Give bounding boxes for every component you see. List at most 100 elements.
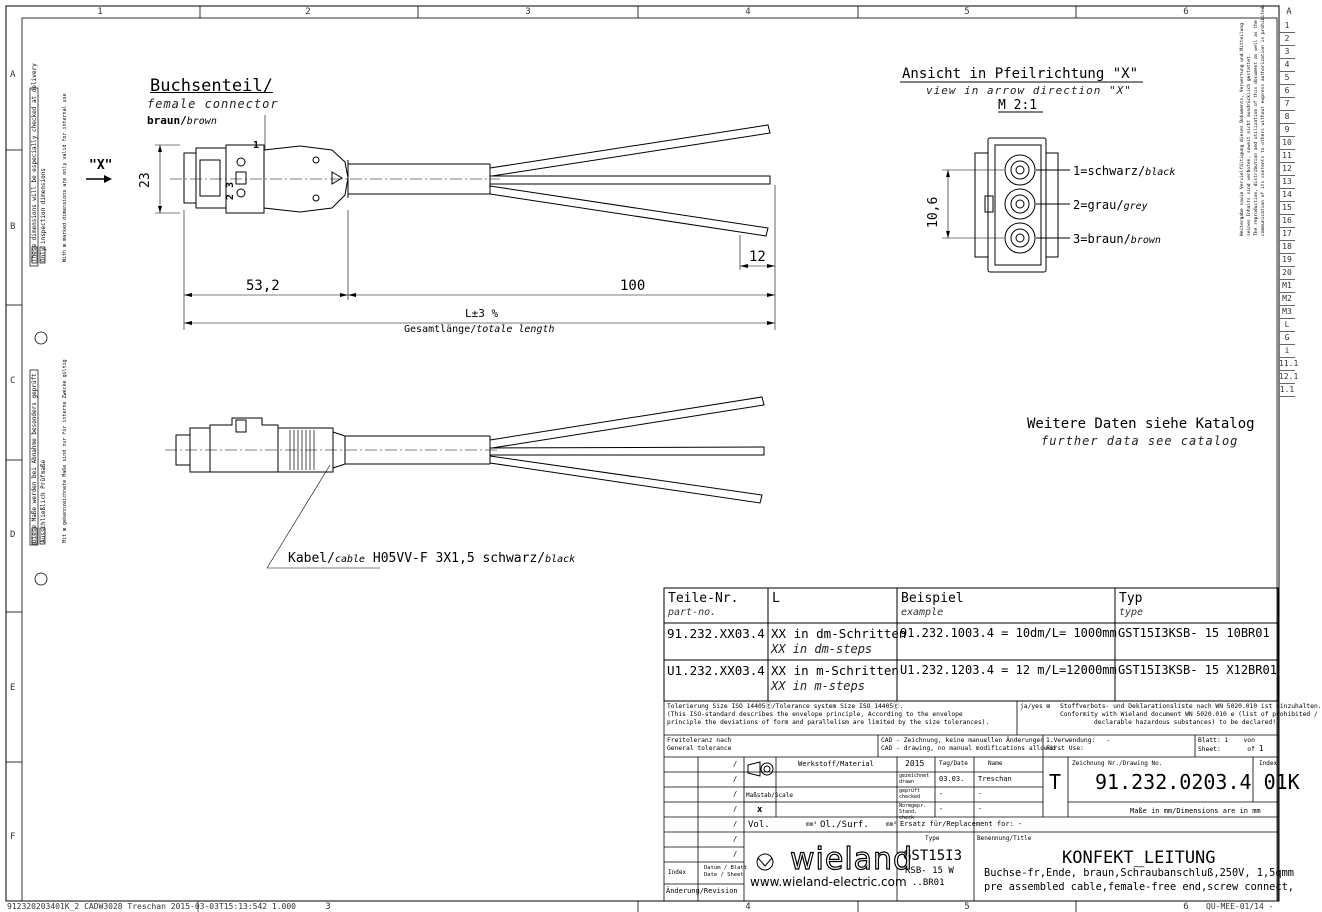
checked-name: - — [978, 790, 983, 798]
type-label: Type — [925, 835, 940, 842]
type-value-3: ..BR01 — [912, 878, 945, 888]
catalog-note-en: further data see catalog — [1041, 434, 1239, 448]
view-x-subtitle: view in arrow direction "X" — [926, 84, 1132, 97]
drawn-label: gezeichnet drawn — [899, 773, 930, 785]
column-label: 1 — [97, 7, 103, 17]
revision-tab: 11.1 — [1279, 357, 1298, 371]
checked-date: - — [939, 790, 944, 798]
color-de: braun/ — [147, 114, 187, 127]
inspection-note: Ausschließlich Prüfmaße — [40, 459, 47, 543]
column-label: 5 — [964, 7, 970, 17]
date-sheet-label: Datum / Blatt Date / Sheet — [704, 865, 748, 878]
total-length-en: totale length — [476, 324, 555, 335]
dimension-12: 12 — [749, 249, 766, 265]
rev-slash: / — [733, 760, 738, 768]
rohs-checkbox: ja/yes ⊠ — [1020, 703, 1051, 710]
volume-unit: mm³ — [806, 821, 817, 828]
view-x-title: Ansicht in Pfeilrichtung "X" — [902, 66, 1139, 82]
scale-value: x — [757, 805, 763, 815]
column-label: 6 — [1183, 7, 1189, 17]
revision-tab: M2 — [1279, 292, 1295, 306]
parts-header-example-en: example — [901, 607, 944, 618]
parts-row-l: XX in m-Schritten — [771, 663, 899, 678]
file-info: 912320203401K_2 CADW3028 Treschan 2015-0… — [7, 902, 296, 911]
length-label: L±3 % — [465, 307, 499, 320]
dimension-23: 23 — [138, 172, 153, 188]
drawing-subtitle-1: Buchse-fr,Ende, braun,Schraubanschluß,25… — [984, 867, 1294, 879]
date-header: Tag/Date — [939, 760, 968, 767]
row-label: A — [10, 70, 16, 80]
parts-row-part: 91.232.XX03.4 — [667, 626, 765, 641]
row-label: E — [10, 683, 16, 693]
title-label: Benennung/Title — [977, 835, 1032, 842]
general-tolerance: Freitoleranz nach General tolerance — [667, 737, 732, 752]
parts-row-type: GST15I3KSB- 15 10BR01 — [1118, 626, 1270, 640]
parts-header-type: Typ — [1119, 591, 1143, 606]
parts-header-part: Teile-Nr. — [668, 591, 739, 606]
row-label: C — [10, 376, 16, 386]
revision-label: Änderung/Revision — [666, 887, 738, 895]
cable-color-en: black — [545, 554, 576, 565]
drawing-no-label: Zeichnung Nr./Drawing No. — [1072, 760, 1163, 767]
cable-label: Kabel/cable H05VV-F 3X1,5 schwarz/black — [288, 551, 575, 566]
revision-tab: 20 — [1279, 266, 1295, 280]
column-label: 3 — [325, 902, 331, 912]
revision-tab: 11 — [1279, 149, 1295, 163]
revision-tab: 19 — [1279, 253, 1295, 267]
cable-spec: H05VV-F 3X1,5 schwarz/ — [372, 551, 546, 566]
scale-label: Maßstab/Scale — [746, 792, 793, 799]
revision-tab: 12.1 — [1279, 370, 1298, 384]
tolerance-note: Tolerierung Size ISO 14405Ⓔ/Tolerance sy… — [667, 703, 990, 726]
drawn-name: Treschan — [978, 775, 1012, 783]
index-column: Index — [668, 869, 687, 876]
revision-tab: 6 — [1279, 84, 1295, 98]
color-en: brown — [186, 116, 217, 127]
first-use: 1.Verwendung: - First Use: — [1046, 737, 1111, 752]
standard-check-label: Normgepr. Stand. check — [899, 803, 927, 821]
dimension-100: 100 — [620, 278, 646, 294]
drawing-number: 91.232.0203.4 01K — [1095, 770, 1300, 794]
replacement-note: Ersatz für/Replacement for: - — [900, 820, 1023, 828]
pin-1-wire: 1=schwarz/black — [1073, 164, 1176, 178]
parts-row-type: GST15I3KSB- 15 X12BR01 — [1118, 663, 1277, 677]
pin-2-label: 2 — [225, 193, 236, 200]
rev-slash: / — [733, 775, 738, 783]
connector-title: Buchsenteil/ — [150, 76, 273, 96]
revision-tab: L — [1279, 318, 1295, 332]
rev-slash: / — [733, 835, 738, 843]
copyright-note: communication of its contents to others … — [1261, 3, 1266, 236]
connector-subtitle: female connector — [147, 97, 279, 111]
cable-en: cable — [334, 554, 366, 565]
parts-header-l: L — [772, 591, 780, 606]
type-value-1: GST15I3 — [903, 848, 963, 864]
dimension-53-2: 53,2 — [246, 278, 280, 294]
revision-tab: 4 — [1279, 58, 1295, 72]
revision-tab: 8 — [1279, 110, 1295, 124]
revision-tab: 12 — [1279, 162, 1295, 176]
name-header: Name — [988, 760, 1003, 767]
row-label: F — [10, 832, 16, 842]
parts-row-l-en: XX in dm-steps — [771, 642, 873, 656]
column-label: 5 — [964, 902, 970, 912]
revision-tab: 3 — [1279, 45, 1295, 59]
cad-note: CAD - Zeichnung, keine manuellen Änderun… — [881, 737, 1056, 752]
revision-tab: 16 — [1279, 214, 1295, 228]
revision-tab: 1.1 — [1279, 383, 1295, 397]
standard-check-name: - — [978, 805, 983, 813]
inspection-note: Mit ⊠ gekennzeichnete Maße sind nur für … — [62, 359, 68, 543]
inspection-note: With ⊠ marked dimensions are only valid … — [62, 93, 68, 262]
connector-color: braun/brown — [147, 114, 217, 127]
pin-2-wire: 2=grau/grey — [1073, 198, 1148, 212]
copyright-note: The reproduction, distribution and utili… — [1254, 20, 1259, 236]
revision-tab: i — [1279, 344, 1295, 358]
row-label: B — [10, 222, 16, 232]
surface-label: Ol./Surf. — [820, 820, 869, 830]
revision-tab: 15 — [1279, 201, 1295, 215]
drawn-date: 03.03. — [939, 775, 965, 783]
year: 2015 — [905, 759, 925, 768]
parts-header-type-en: type — [1119, 607, 1144, 618]
view-x-scale: M 2:1 — [998, 98, 1038, 113]
column-label: 3 — [525, 7, 531, 17]
column-label: 6 — [1183, 902, 1189, 912]
